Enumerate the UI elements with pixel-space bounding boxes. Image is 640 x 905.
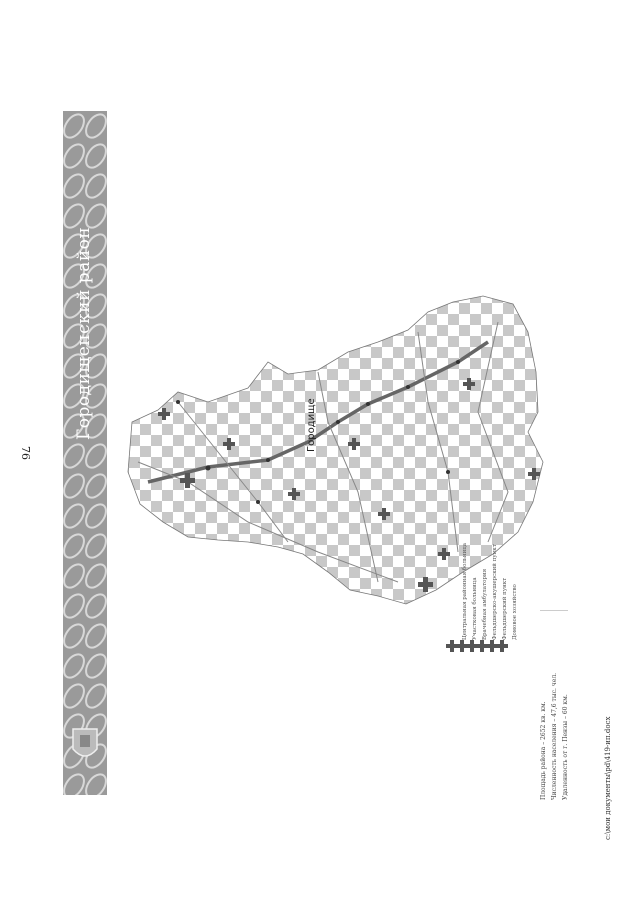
coat-of-arms-icon: [72, 728, 98, 757]
medical-cross-icon: [466, 640, 478, 652]
road: [317, 371, 379, 583]
divider: [540, 610, 568, 611]
legend-label: Участковая больница: [472, 577, 478, 640]
medical-cross-icon: [456, 640, 468, 652]
banner-pattern: [63, 111, 107, 795]
district-notes: Площадь района – 2652 кв. км. Численност…: [540, 650, 610, 810]
legend-label: Фельдшерско-акушерский пункт: [492, 544, 498, 640]
map-legend: Центральная районная больница Участковая…: [446, 543, 518, 820]
legend-label: Домовое хозяйство: [512, 584, 518, 640]
district-center-label: Городище: [306, 398, 317, 452]
legend-label: Центральная районная больница: [462, 542, 468, 640]
district-map[interactable]: Городище: [118, 292, 548, 610]
note-line: Численность населения – 47,6 тыс. чел.: [551, 672, 558, 800]
road: [477, 321, 509, 543]
page-title: Городищенский район: [74, 226, 94, 440]
medical-cross-icon: [486, 640, 498, 652]
note-line: Площадь района – 2652 кв. км.: [540, 701, 547, 800]
medical-cross-icon: [476, 640, 488, 652]
legend-label: Врачебная амбулатория: [482, 568, 488, 640]
settlement-points: [176, 360, 460, 504]
medical-cross-icon: [496, 640, 508, 652]
road: [137, 461, 399, 583]
file-path-footer: c:\мои документы\pd\419-ип.docx: [604, 716, 612, 840]
page-number: 76: [19, 446, 32, 460]
medical-cross-icon: [446, 640, 458, 652]
legend-label: Фельдшерский пункт: [502, 577, 508, 640]
road: [177, 401, 289, 543]
note-line: Удаленность от г. Пензы – 60 км.: [562, 694, 569, 800]
medical-markers: [158, 378, 540, 592]
title-banner: [63, 111, 107, 795]
road: [417, 331, 459, 553]
district-boundary: [127, 295, 544, 605]
